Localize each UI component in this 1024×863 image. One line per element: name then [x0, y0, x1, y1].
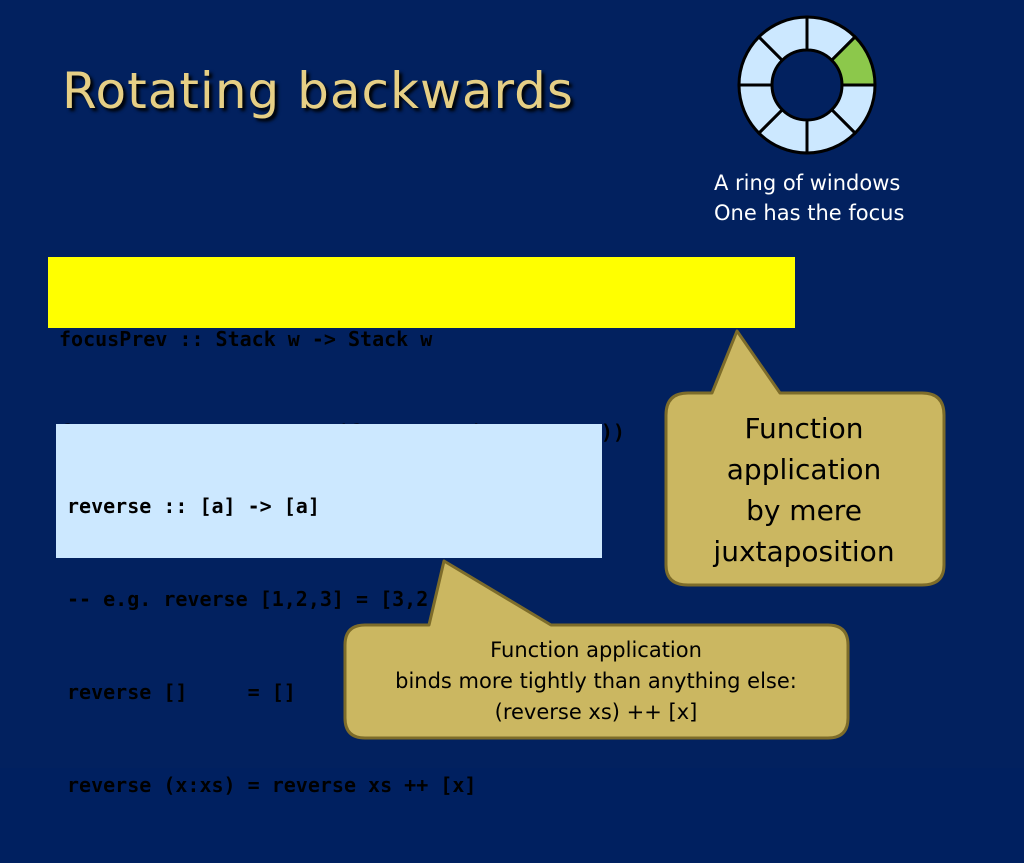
code-line: -- e.g. reverse [1,2,3] = [3,2,1] — [67, 587, 465, 611]
ring-caption-line: One has the focus — [714, 201, 905, 225]
code-line: reverse :: [a] -> [a] — [67, 494, 320, 518]
code-line: reverse (x:xs) = reverse xs ++ [x] — [67, 773, 477, 797]
callout-line: Function application — [490, 638, 702, 662]
callout-line: binds more tightly than anything else: — [395, 669, 797, 693]
callout-bottom-text: Function application binds more tightly … — [346, 635, 846, 728]
ring-caption: A ring of windows One has the focus — [714, 168, 904, 228]
slide: Rotating backwards A ring of windows One… — [48, 15, 946, 797]
code-block-focusprev: focusPrev :: Stack w -> Stack w focusPre… — [48, 257, 795, 444]
callout-line: application — [726, 453, 882, 486]
code-line: reverse [] = [] — [67, 680, 296, 704]
ring-segments — [737, 15, 877, 155]
ring-caption-line: A ring of windows — [714, 171, 901, 195]
callout-line: by mere — [746, 494, 862, 527]
callout-right-text: Function application by mere juxtapositi… — [666, 408, 942, 572]
callout-line: juxtaposition — [713, 535, 895, 568]
callout-line: Function — [744, 412, 864, 445]
callout-line: (reverse xs) ++ [x] — [494, 700, 698, 724]
code-block-reverse: reverse :: [a] -> [a] -- e.g. reverse [1… — [56, 424, 602, 797]
slide-title: Rotating backwards — [62, 62, 574, 120]
code-line: focusPrev :: Stack w -> Stack w — [59, 327, 433, 351]
window-ring-diagram — [737, 15, 877, 155]
ring-segment — [756, 15, 809, 63]
